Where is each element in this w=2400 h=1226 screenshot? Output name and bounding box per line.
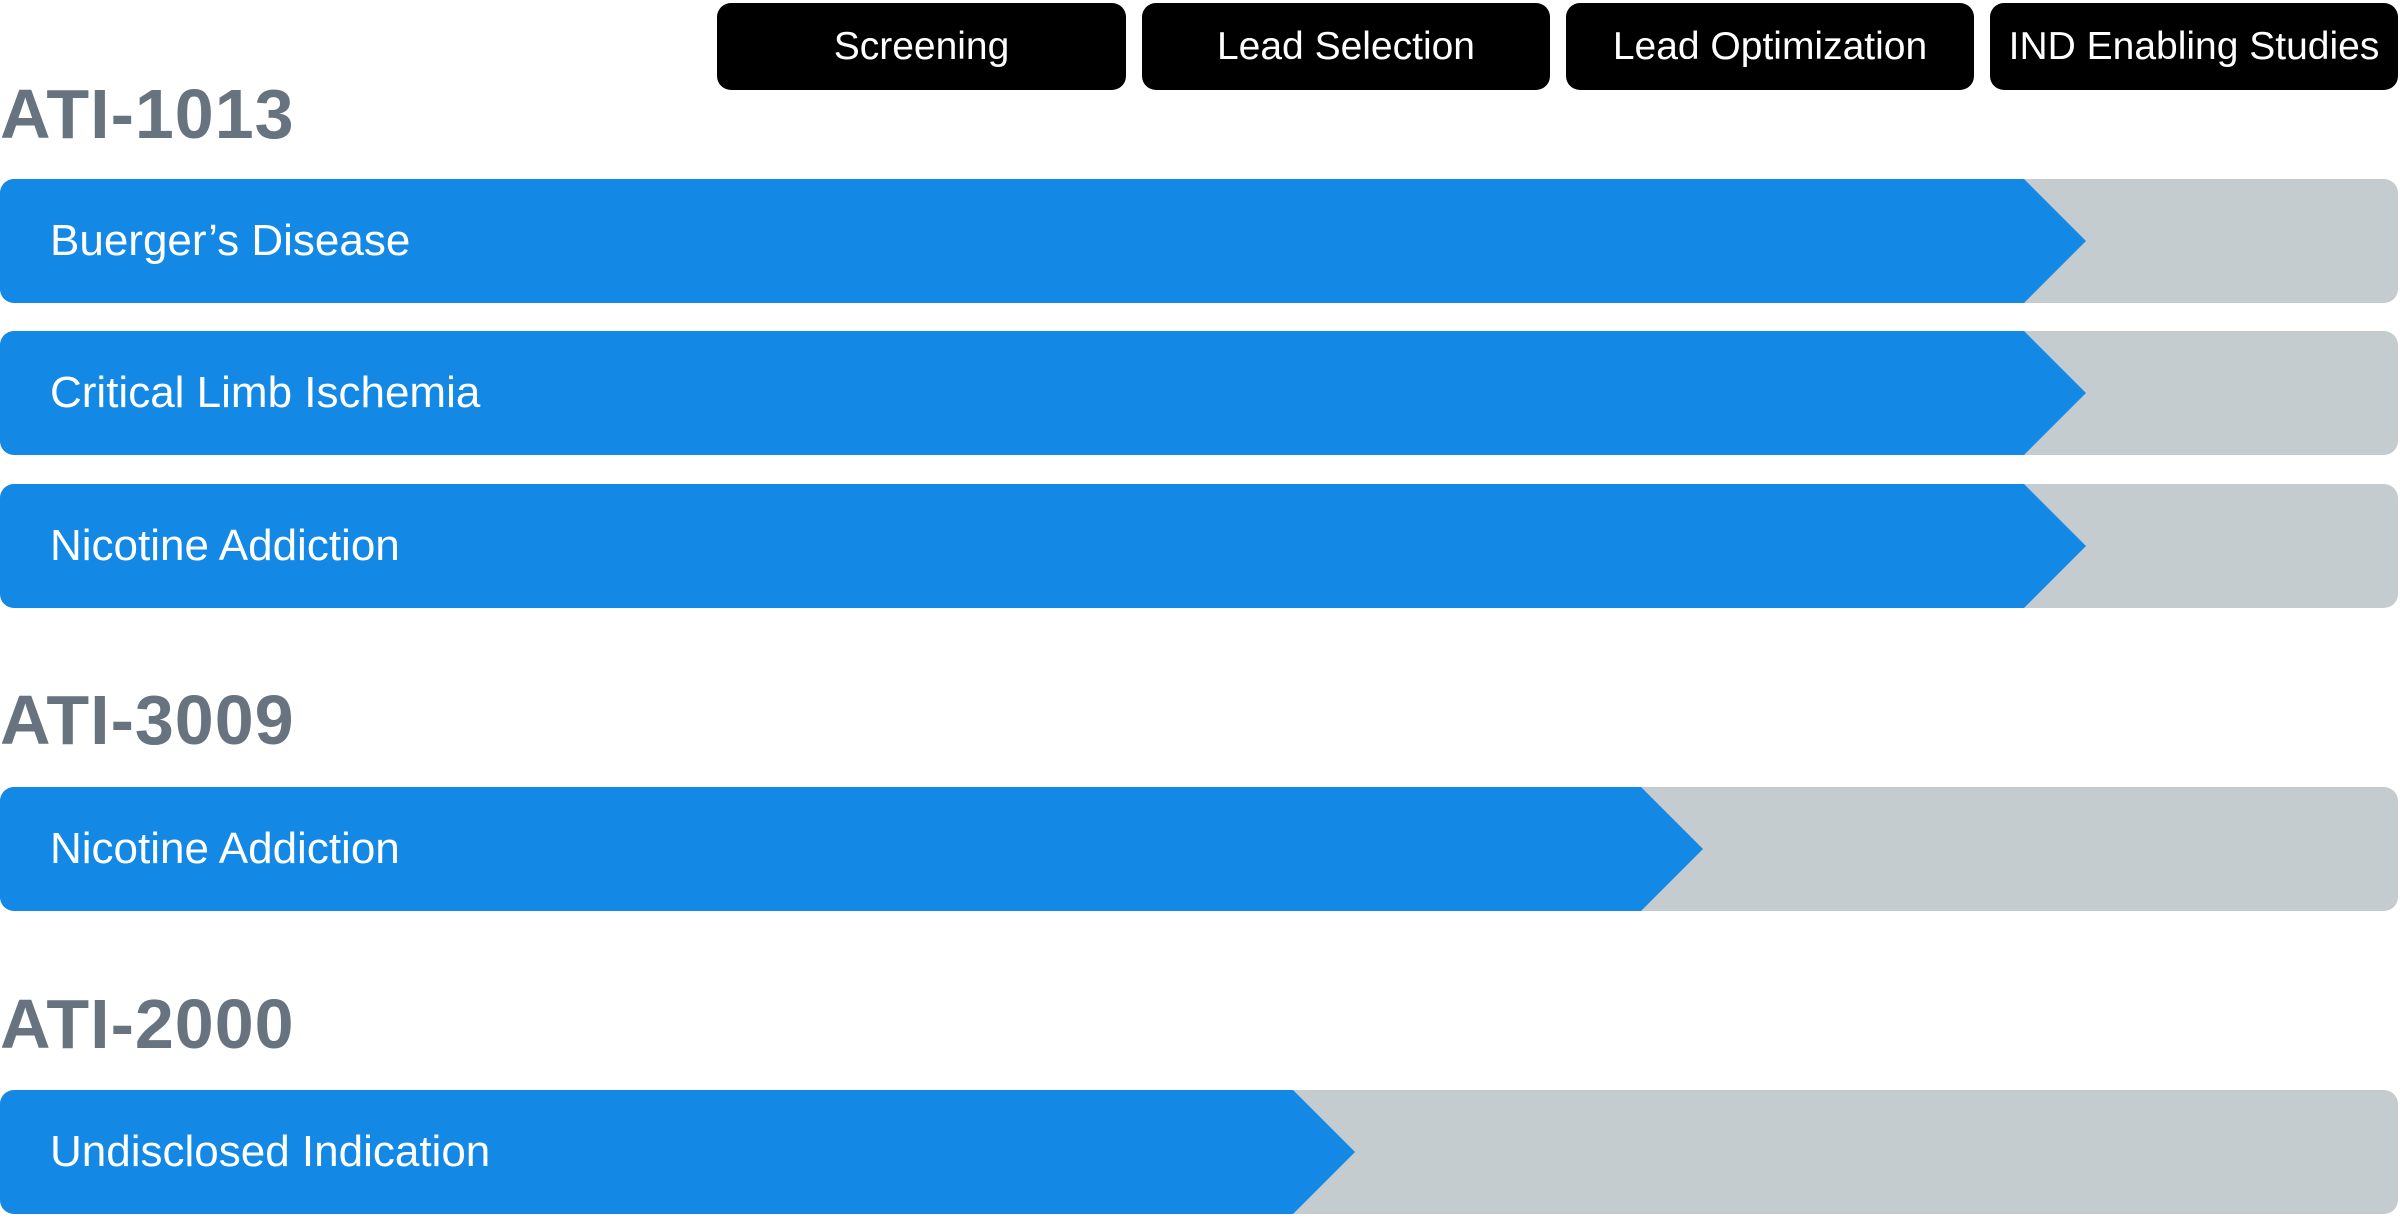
progress-bar (0, 484, 2086, 608)
progress-fill-shape (0, 787, 1703, 911)
stage-header-screening: Screening (717, 3, 1126, 90)
progress-bar (0, 787, 1703, 911)
progress-chevron (0, 484, 2086, 608)
stage-header-lead-selection: Lead Selection (1142, 3, 1550, 90)
indication-label: Critical Limb Ischemia (50, 368, 481, 417)
progress-bar (0, 179, 2086, 303)
pipeline-row: Nicotine Addiction (0, 787, 2398, 911)
pipeline-row: Undisclosed Indication (0, 1090, 2398, 1214)
progress-chevron (0, 179, 2086, 303)
stage-header-lead-optimization: Lead Optimization (1566, 3, 1974, 90)
progress-fill-shape (0, 331, 2086, 455)
program-title: ATI-3009 (0, 681, 295, 759)
progress-chevron (0, 1090, 1355, 1214)
progress-bar (0, 1090, 1355, 1214)
indication-label: Nicotine Addiction (50, 824, 400, 873)
progress-fill-shape (0, 484, 2086, 608)
indication-label: Buerger’s Disease (50, 216, 411, 265)
pipeline-row: Critical Limb Ischemia (0, 331, 2398, 455)
indication-label: Undisclosed Indication (50, 1127, 491, 1176)
program-title: ATI-1013 (0, 75, 295, 153)
progress-bar (0, 331, 2086, 455)
progress-chevron (0, 787, 1703, 911)
progress-chevron (0, 331, 2086, 455)
pipeline-row: Nicotine Addiction (0, 484, 2398, 608)
progress-fill-shape (0, 179, 2086, 303)
progress-fill-shape (0, 1090, 1355, 1214)
indication-label: Nicotine Addiction (50, 521, 400, 570)
stage-header-ind-enabling-studies: IND Enabling Studies (1990, 3, 2398, 90)
program-title: ATI-2000 (0, 985, 295, 1063)
pipeline-row: Buerger’s Disease (0, 179, 2398, 303)
